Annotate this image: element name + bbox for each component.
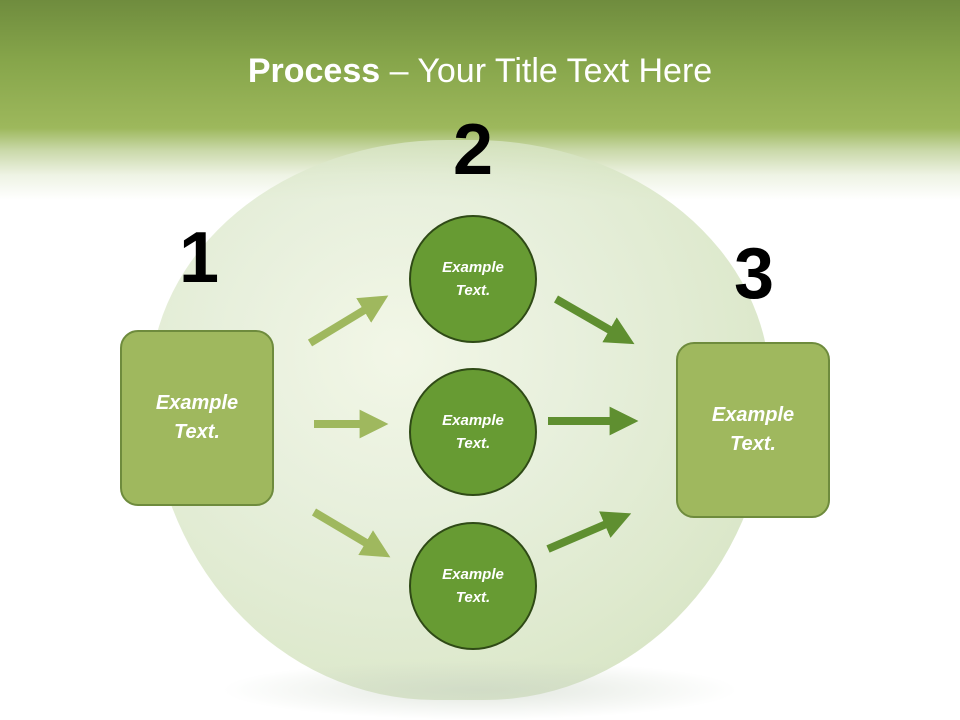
step-2-circle-top[interactable]: Example Text. [409,215,537,343]
apple-shadow [220,660,740,720]
arrow-box1-to-circle-bottom [311,508,391,558]
step-number-2: 2 [452,110,494,190]
step-number-3: 3 [733,234,775,314]
slide-title[interactable]: Process – Your Title Text Here [0,52,960,91]
step-number-1: 1 [178,218,220,298]
title-rest: – Your Title Text Here [380,52,713,90]
title-bold: Process [247,52,381,90]
step-3-box[interactable]: Example Text. [676,342,830,518]
step-2-circle-middle[interactable]: Example Text. [409,368,537,496]
step-2-circle-bottom[interactable]: Example Text. [409,522,537,650]
step-1-box[interactable]: Example Text. [120,330,274,506]
arrow-circle-top-to-box3 [554,295,635,345]
arrow-box1-to-circle-top [307,295,389,347]
arrow-circle-bottom-to-box3 [546,511,632,553]
